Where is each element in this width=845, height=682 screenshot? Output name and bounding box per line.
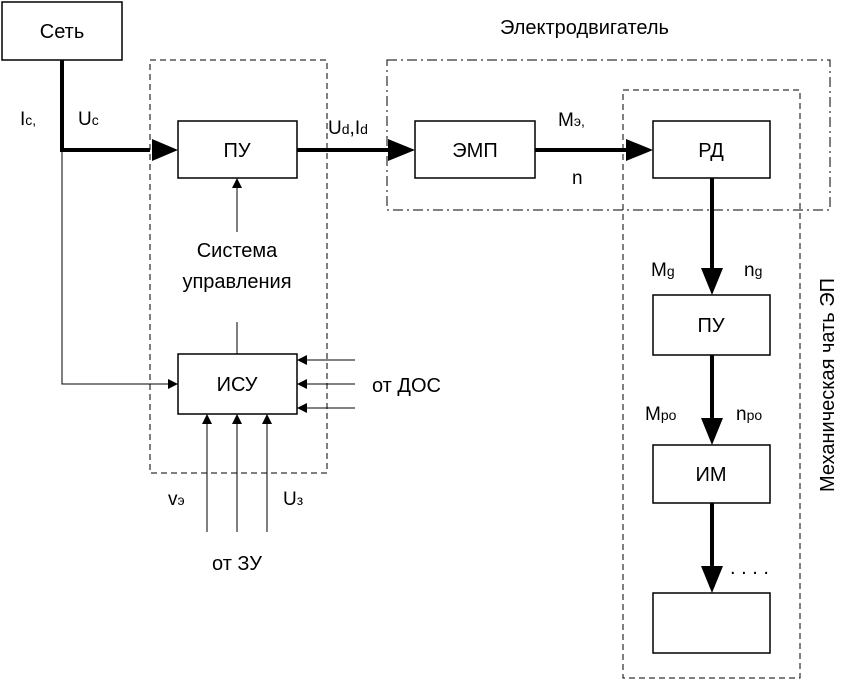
motor-region — [386, 59, 831, 211]
emp-block — [414, 120, 536, 179]
mech-part-label: Механическая чать ЭП — [817, 278, 839, 492]
from-zu-label: от ЗУ — [212, 553, 262, 575]
pu-main-label: ПУ — [223, 140, 250, 162]
ng-signal: ng — [744, 260, 762, 281]
isu-block — [177, 353, 298, 415]
network-to-pu-line — [60, 60, 150, 152]
pu-main-block — [177, 120, 298, 179]
im-label: ИМ — [695, 464, 726, 486]
pu-to-im-arrow — [701, 418, 723, 445]
network-to-pu-arrow — [152, 139, 178, 161]
n-signal: n — [572, 168, 583, 189]
isu-to-pu-arrow — [232, 178, 242, 188]
pu-to-emp-arrow — [388, 139, 415, 161]
im-block — [652, 444, 771, 504]
emp-label: ЭМП — [452, 140, 497, 162]
zu-arrow-2 — [232, 414, 242, 424]
rd-label: РД — [698, 140, 724, 162]
control-title-line2: управления — [182, 271, 291, 293]
pu-mech-block — [652, 294, 771, 356]
rd-to-pu-arrow — [701, 268, 723, 295]
mechanical-region — [622, 89, 801, 679]
zu-arrow-1 — [202, 414, 212, 424]
dots-label: . . . . — [730, 557, 769, 579]
mg-signal: Mg — [651, 260, 675, 281]
zu-arrow-3 — [262, 414, 272, 424]
network-to-isu-arrow — [168, 379, 178, 389]
network-label: Сеть — [40, 21, 84, 43]
rd-block — [652, 120, 771, 179]
control-title-line1: Система — [197, 240, 278, 262]
from-dos-label: от ДОС — [372, 375, 441, 397]
dos-arrow-2 — [297, 379, 307, 389]
pu-mech-label: ПУ — [697, 315, 724, 337]
motor-title: Электродвигатель — [500, 17, 669, 39]
uc-signal: Uc — [78, 109, 99, 130]
me-signal: Mэ, — [558, 110, 585, 131]
im-to-last-arrow — [701, 566, 723, 593]
mpo-signal: Mpo — [645, 404, 677, 425]
ud-id-signal: Ud,Id — [328, 118, 368, 139]
dos-arrow-3 — [297, 403, 307, 413]
last-block — [652, 592, 771, 654]
dos-arrow-1 — [297, 355, 307, 365]
network-block — [1, 1, 123, 61]
emp-to-rd-arrow — [626, 139, 653, 161]
uz-signal: Uз — [283, 489, 303, 510]
ve-signal: vэ — [168, 489, 185, 510]
ic-signal: Ic, — [20, 109, 36, 130]
npo-signal: npo — [736, 404, 762, 425]
isu-label: ИСУ — [217, 374, 258, 396]
network-to-isu-line — [61, 150, 170, 385]
control-system-region — [149, 59, 328, 474]
